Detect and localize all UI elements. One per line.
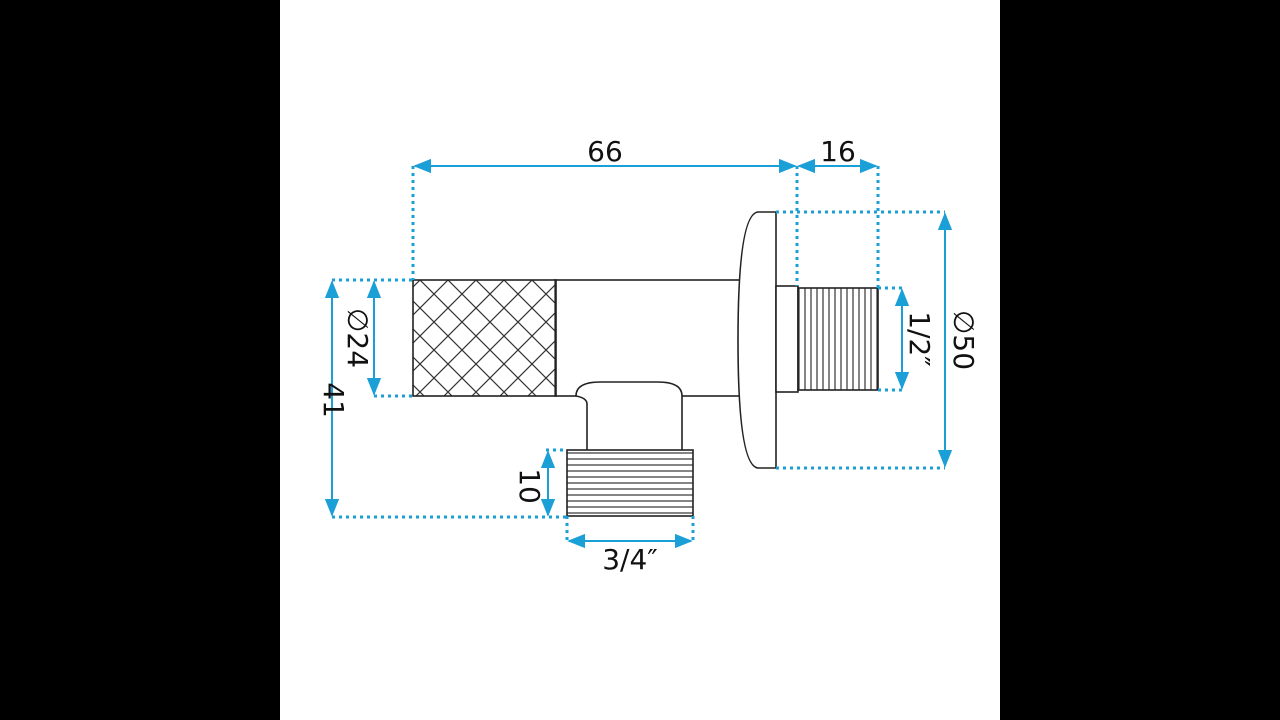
valve-body bbox=[412, 211, 879, 517]
label-66: 66 bbox=[587, 135, 623, 168]
label-12: 1/2″ bbox=[903, 311, 936, 367]
knurled-handle bbox=[412, 279, 557, 397]
label-16: 16 bbox=[820, 135, 856, 168]
left-letterbox bbox=[0, 0, 280, 720]
label-10: 10 bbox=[513, 468, 546, 504]
label-34: 3/4″ bbox=[602, 543, 658, 576]
dimension-lines bbox=[324, 158, 953, 549]
label-d24: ∅24 bbox=[341, 308, 374, 368]
label-41: 41 bbox=[317, 382, 350, 418]
label-d50: ∅50 bbox=[947, 310, 980, 370]
inlet-thread bbox=[797, 287, 879, 391]
valve-drawing: 66 16 41 ∅24 10 3/4″ 1/2″ ∅50 bbox=[317, 135, 980, 576]
dimension-labels: 66 16 41 ∅24 10 3/4″ 1/2″ ∅50 bbox=[317, 135, 980, 576]
flange-collar bbox=[775, 285, 799, 393]
outlet-thread bbox=[566, 449, 694, 517]
right-letterbox bbox=[1000, 0, 1280, 720]
outlet-neck bbox=[575, 381, 683, 453]
wall-flange bbox=[737, 211, 777, 469]
main-cylinder bbox=[554, 279, 748, 397]
drawing-canvas: 66 16 41 ∅24 10 3/4″ 1/2″ ∅50 bbox=[280, 0, 1000, 720]
